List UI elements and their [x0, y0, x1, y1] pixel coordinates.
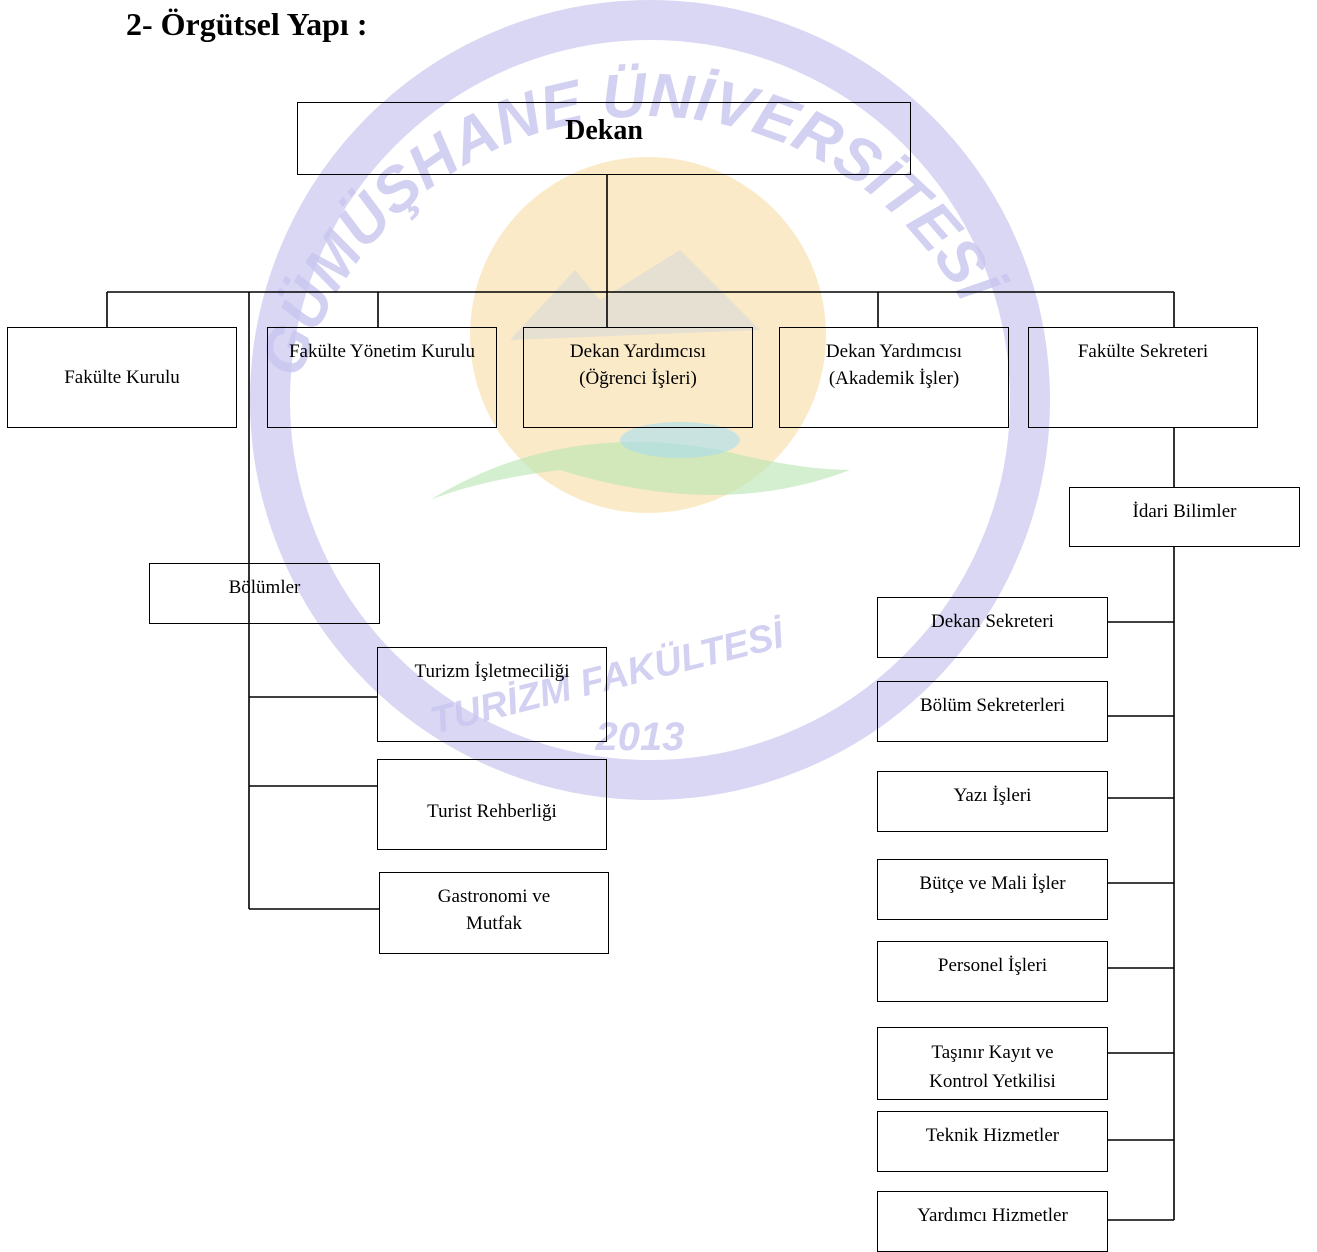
seal-sun [470, 157, 826, 513]
node-dekan-sekreteri: Dekan Sekreteri [877, 597, 1108, 658]
node-label: Teknik Hizmetler [925, 1125, 1060, 1146]
node-turist-rehberligi: Turist Rehberliği [377, 759, 607, 850]
node-label: Fakülte Yönetim Kurulu [288, 341, 476, 362]
seal-river [430, 441, 850, 500]
node-label: Dekan Sekreteri [931, 611, 1054, 632]
node-bolum-sekreterleri: Bölüm Sekreterleri [877, 681, 1108, 742]
node-label: Bölüm Sekreterleri [919, 695, 1066, 716]
node-label: Fakülte Kurulu [64, 367, 180, 388]
seal-lake [620, 422, 740, 458]
node-tasinir-kayit: Taşınır Kayıt ve Kontrol Yetkilisi [877, 1027, 1108, 1100]
node-dekan: Dekan [297, 102, 911, 175]
seal-year: 2013 [595, 715, 685, 759]
node-label: Fakülte Sekreteri [1077, 341, 1209, 362]
node-fakulte-yonetim-kurulu: Fakülte Yönetim Kurulu [267, 327, 497, 428]
node-fakulte-kurulu: Fakülte Kurulu [7, 327, 237, 428]
node-dekan-yardimcisi-akademik: Dekan Yardımcısı (Akademik İşler) [779, 327, 1009, 428]
node-turizm-isletmeciligi: Turizm İşletmeciliği [377, 647, 607, 742]
node-butce-ve-mali-isler: Bütçe ve Mali İşler [877, 859, 1108, 920]
node-teknik-hizmetler: Teknik Hizmetler [877, 1111, 1108, 1172]
seal-ring [250, 0, 1050, 800]
node-fakulte-sekreteri: Fakülte Sekreteri [1028, 327, 1258, 428]
node-personel-isleri: Personel İşleri [877, 941, 1108, 1002]
node-yazi-isleri: Yazı İşleri [877, 771, 1108, 832]
node-yardimci-hizmetler: Yardımcı Hizmetler [877, 1191, 1108, 1252]
node-label: Yazı İşleri [953, 785, 1032, 806]
node-label: Yardımcı Hizmetler [917, 1205, 1068, 1226]
node-label: Dekan Yardımcısı (Öğrenci İşleri) [569, 341, 707, 389]
page-heading: 2- Örgütsel Yapı : [126, 6, 368, 42]
node-label: Personel İşleri [937, 955, 1048, 976]
node-label: Dekan Yardımcısı (Akademik İşler) [825, 341, 963, 389]
node-label: İdari Bilimler [1132, 501, 1237, 522]
node-label: Dekan [565, 115, 643, 146]
node-label: Taşınır Kayıt ve Kontrol Yetkilisi [929, 1042, 1056, 1092]
node-label: Bölümler [228, 577, 301, 598]
node-label: Turizm İşletmeciliği [414, 661, 570, 682]
node-gastronomi-ve-mutfak: Gastronomi ve Mutfak [379, 872, 609, 954]
seal-mountain [510, 250, 760, 340]
node-idari-bilimler: İdari Bilimler [1069, 487, 1300, 547]
node-bolumler: Bölümler [149, 563, 380, 624]
node-label: Gastronomi ve Mutfak [437, 886, 551, 934]
node-dekan-yardimcisi-ogrenci: Dekan Yardımcısı (Öğrenci İşleri) [523, 327, 753, 428]
node-label: Turist Rehberliği [427, 801, 557, 822]
node-label: Bütçe ve Mali İşler [919, 873, 1066, 894]
